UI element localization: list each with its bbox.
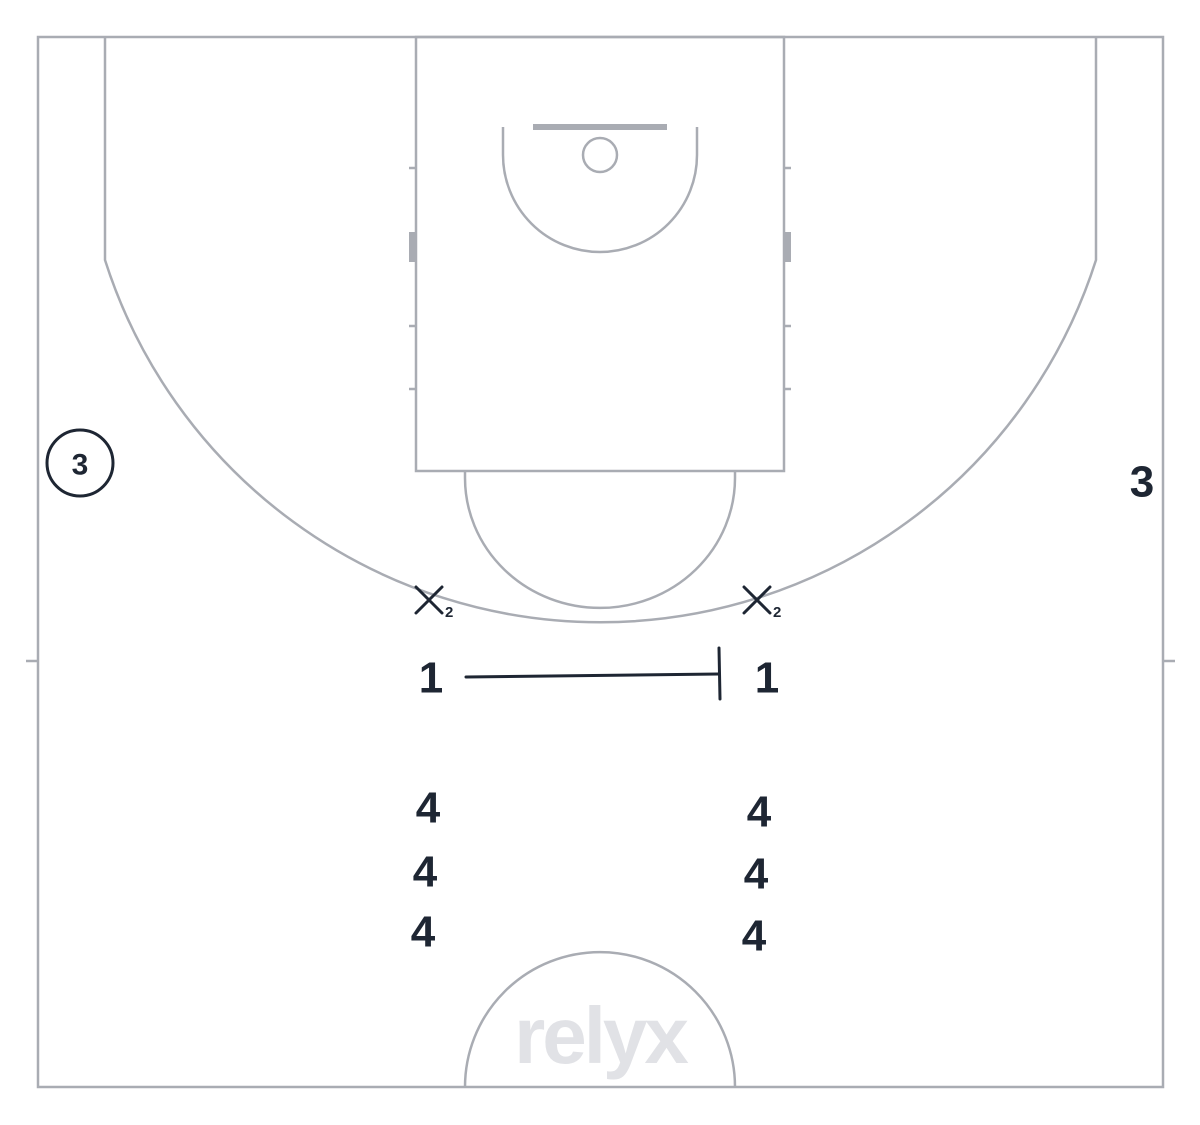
player-3-right: 3 bbox=[1130, 458, 1154, 507]
screen-line-icon bbox=[464, 646, 722, 701]
rim bbox=[581, 136, 619, 174]
x-mark-icon bbox=[742, 585, 772, 615]
court-boundary bbox=[36, 35, 1165, 1089]
three-point-line bbox=[103, 37, 1098, 624]
court-lines bbox=[26, 35, 1175, 1089]
player-4-left-2: 4 bbox=[413, 848, 438, 897]
player-4-right-2: 4 bbox=[744, 850, 769, 899]
lane-block-left bbox=[409, 232, 416, 262]
lane-block-right bbox=[784, 232, 791, 262]
player-4-right-3: 4 bbox=[742, 912, 767, 961]
screen-path bbox=[464, 672, 721, 679]
defender-x2-right: X 2 bbox=[742, 585, 781, 621]
defender-x2-left: X 2 bbox=[414, 585, 453, 621]
defender-subscript: 2 bbox=[445, 604, 453, 621]
player-circle bbox=[45, 428, 115, 498]
player-3-circled: 3 bbox=[45, 428, 115, 498]
center-circle bbox=[463, 950, 737, 1088]
screen-bar bbox=[717, 646, 722, 701]
defender-subscript: 2 bbox=[773, 604, 781, 621]
player-1-left: 1 bbox=[419, 654, 443, 703]
player-1-right: 1 bbox=[755, 654, 779, 703]
player-4-left-3: 4 bbox=[411, 908, 436, 957]
x-mark-icon bbox=[414, 585, 444, 615]
free-throw-circle bbox=[463, 471, 737, 610]
lane-key bbox=[414, 35, 786, 473]
player-4-left-1: 4 bbox=[416, 784, 441, 833]
restricted-area bbox=[501, 127, 699, 254]
relyx-watermark: relyx bbox=[514, 991, 688, 1080]
player-label: 3 bbox=[72, 449, 89, 482]
player-4-right-1: 4 bbox=[747, 788, 772, 837]
